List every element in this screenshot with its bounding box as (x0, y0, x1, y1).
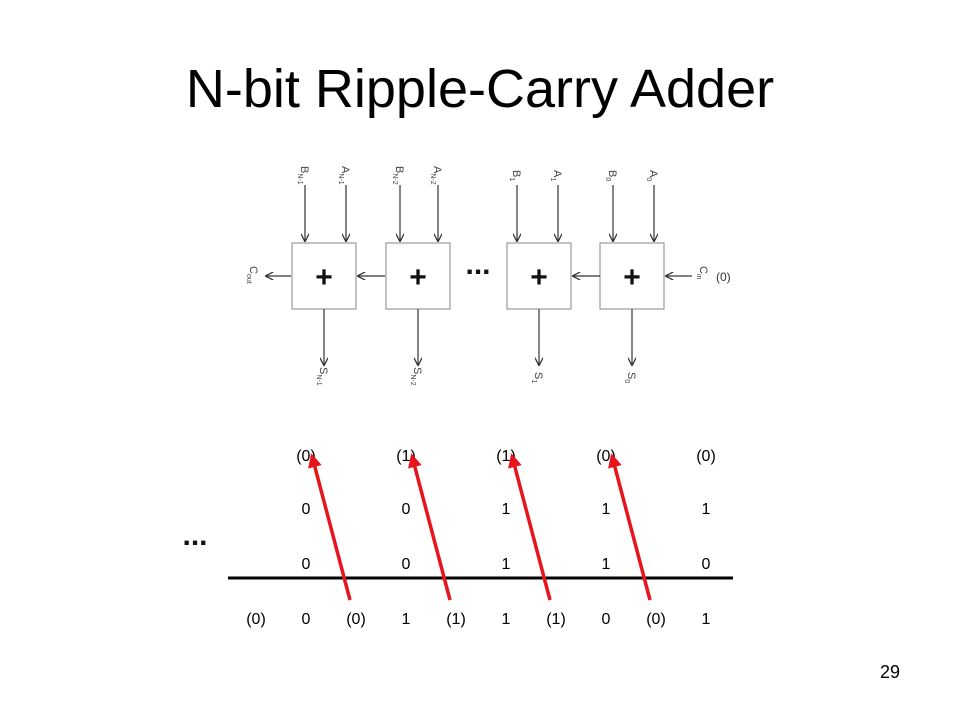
s-label: SN-1 (315, 367, 329, 386)
cin-value: (0) (716, 270, 731, 284)
sum-carry-out: (0) (246, 611, 266, 628)
b-label: B0 (604, 170, 618, 181)
adder-box (599, 242, 665, 310)
cin-label: Cin (695, 266, 709, 280)
circuit-ellipsis: ... (465, 248, 490, 281)
a-label: A0 (645, 170, 659, 181)
b-digit: 0 (402, 556, 411, 573)
adder-block-n-1: + BN-1 AN-1 SN-1 (291, 166, 357, 386)
sum-carry-out: (1) (546, 611, 566, 628)
sum-digit: 1 (702, 611, 711, 628)
a-digit: 1 (602, 501, 611, 518)
adder-plus: + (530, 261, 548, 294)
page-title: N-bit Ripple-Carry Adder (185, 59, 775, 119)
a-digit: 1 (502, 501, 511, 518)
addition-example: ... (0) (1) (1) (0) (0) 0 0 1 1 1 0 0 1 … (182, 448, 733, 628)
b-label: BN-1 (296, 166, 310, 185)
carry-arrow (408, 453, 452, 601)
sum-digit: 0 (302, 611, 311, 628)
b-label: BN-2 (391, 166, 405, 185)
b-digit: 1 (602, 556, 611, 573)
s-label: S1 (530, 372, 544, 383)
addition-ellipsis: ... (182, 519, 207, 552)
carry-arrow (608, 453, 652, 601)
a-label: AN-2 (429, 166, 443, 185)
adder-box (291, 242, 357, 310)
a-digit: 1 (702, 501, 711, 518)
b-digit: 0 (302, 556, 311, 573)
sum-digit: 1 (502, 611, 511, 628)
sum-digit: 1 (402, 611, 411, 628)
b-digit: 1 (502, 556, 511, 573)
a-label: AN-1 (337, 166, 351, 185)
s-label: S0 (623, 372, 637, 383)
sum-digit: 0 (602, 611, 611, 628)
adder-box (385, 242, 451, 310)
s-label: SN-2 (409, 367, 423, 386)
carry-digit: (0) (696, 448, 716, 465)
adder-block-1: + B1 A1 S1 (506, 170, 572, 383)
b-label: B1 (508, 170, 522, 181)
carry-arrow (308, 453, 352, 601)
a-label: A1 (549, 170, 563, 181)
adder-plus: + (409, 261, 427, 294)
adder-plus: + (315, 261, 333, 294)
sum-carry-out: (0) (646, 611, 666, 628)
sum-carry-out: (1) (446, 611, 466, 628)
carry-arrow (508, 453, 552, 601)
b-digit: 0 (702, 556, 711, 573)
adder-circuit: + BN-1 AN-1 SN-1 + BN-2 AN-2 SN-2 ... + (245, 166, 731, 386)
page-number: 29 (880, 662, 901, 682)
a-digit: 0 (402, 501, 411, 518)
cout-label: Cout (245, 266, 259, 284)
adder-block-0: + B0 A0 S0 (599, 170, 665, 383)
adder-block-n-2: + BN-2 AN-2 SN-2 (385, 166, 451, 386)
a-digit: 0 (302, 501, 311, 518)
adder-plus: + (623, 261, 641, 294)
sum-carry-out: (0) (346, 611, 366, 628)
